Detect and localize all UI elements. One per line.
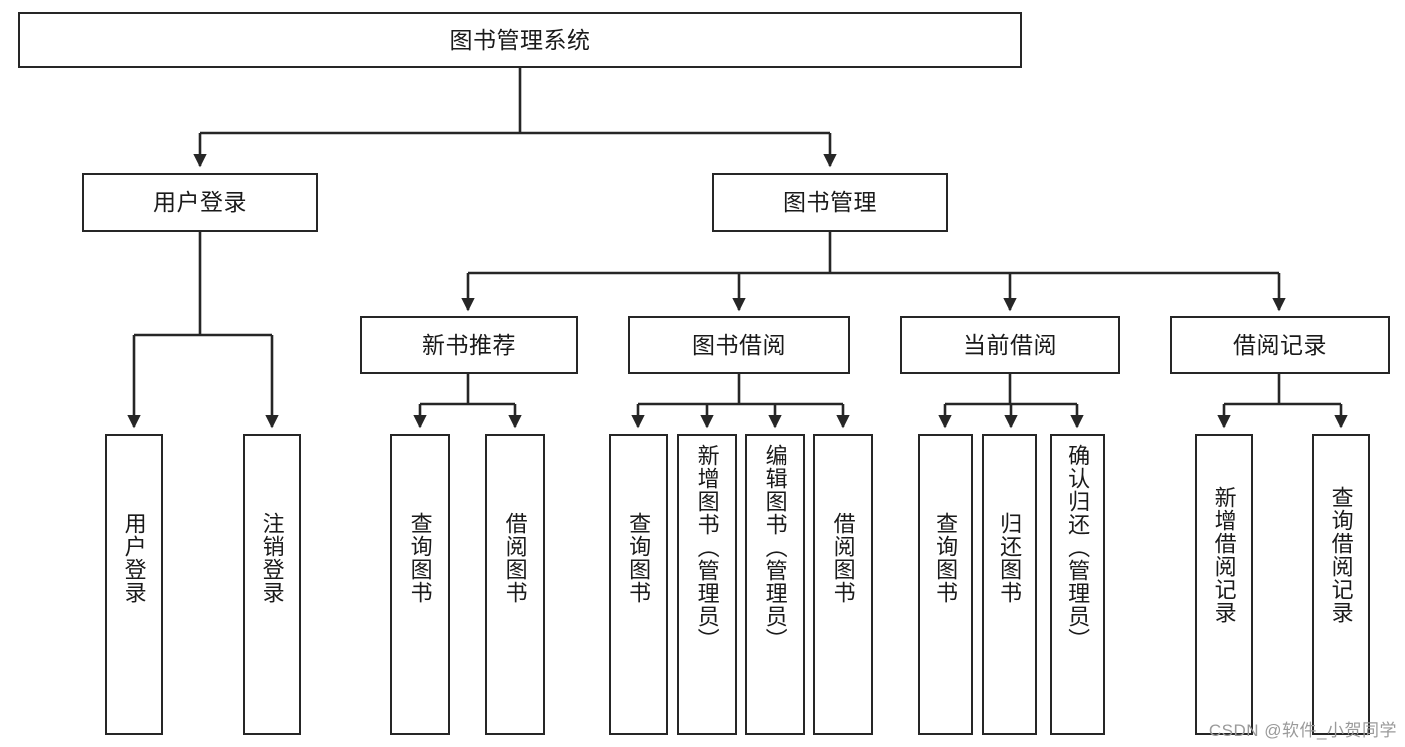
node-new-book-recommend-label: 新书推荐 [422, 331, 516, 358]
leaf-add-book-label: 新增图书（管理员） [694, 444, 720, 651]
node-book-management-label: 图书管理 [783, 189, 877, 216]
leaf-query-book-borrow-label: 查询图书 [626, 512, 652, 604]
watermark-text: CSDN @软件_小贺同学 [1208, 721, 1397, 740]
leaf-add-borrow-record-label: 新增借阅记录 [1211, 486, 1237, 624]
node-new-book-recommend[interactable]: 新书推荐 [360, 316, 578, 374]
leaf-user-login[interactable]: 用户登录 [105, 434, 163, 735]
leaf-return-book-label: 归还图书 [997, 512, 1023, 604]
leaf-query-book-borrow[interactable]: 查询图书 [609, 434, 668, 735]
node-book-management[interactable]: 图书管理 [712, 173, 948, 232]
leaf-edit-book-label: 编辑图书（管理员） [762, 444, 788, 651]
leaf-query-book-recommend-label: 查询图书 [407, 512, 433, 604]
leaf-borrow-book[interactable]: 借阅图书 [813, 434, 873, 735]
node-root-book-management-system[interactable]: 图书管理系统 [18, 12, 1022, 68]
node-book-borrow-label: 图书借阅 [692, 331, 786, 358]
leaf-borrow-book-label: 借阅图书 [830, 512, 856, 604]
leaf-query-book-recommend[interactable]: 查询图书 [390, 434, 450, 735]
leaf-query-borrow-record[interactable]: 查询借阅记录 [1312, 434, 1370, 735]
node-current-borrow[interactable]: 当前借阅 [900, 316, 1120, 374]
leaf-add-book[interactable]: 新增图书（管理员） [677, 434, 737, 735]
node-borrow-record-label: 借阅记录 [1233, 331, 1327, 358]
leaf-return-book[interactable]: 归还图书 [982, 434, 1037, 735]
leaf-borrow-book-recommend[interactable]: 借阅图书 [485, 434, 545, 735]
leaf-confirm-return[interactable]: 确认归还（管理员） [1050, 434, 1105, 735]
leaf-logout-login-label: 注销登录 [259, 512, 285, 604]
leaf-add-borrow-record[interactable]: 新增借阅记录 [1195, 434, 1253, 735]
node-current-borrow-label: 当前借阅 [963, 331, 1057, 358]
node-user-login-label: 用户登录 [153, 189, 247, 216]
node-book-borrow[interactable]: 图书借阅 [628, 316, 850, 374]
leaf-query-book-current-label: 查询图书 [933, 512, 959, 604]
leaf-logout-login[interactable]: 注销登录 [243, 434, 301, 735]
leaf-confirm-return-label: 确认归还（管理员） [1065, 444, 1091, 651]
leaf-query-borrow-record-label: 查询借阅记录 [1328, 486, 1354, 624]
node-root-label: 图书管理系统 [449, 26, 591, 53]
leaf-edit-book[interactable]: 编辑图书（管理员） [745, 434, 805, 735]
leaf-query-book-current[interactable]: 查询图书 [918, 434, 973, 735]
leaf-borrow-book-recommend-label: 借阅图书 [502, 512, 528, 604]
node-user-login[interactable]: 用户登录 [82, 173, 318, 232]
leaf-user-login-label: 用户登录 [121, 512, 147, 604]
node-borrow-record[interactable]: 借阅记录 [1170, 316, 1390, 374]
